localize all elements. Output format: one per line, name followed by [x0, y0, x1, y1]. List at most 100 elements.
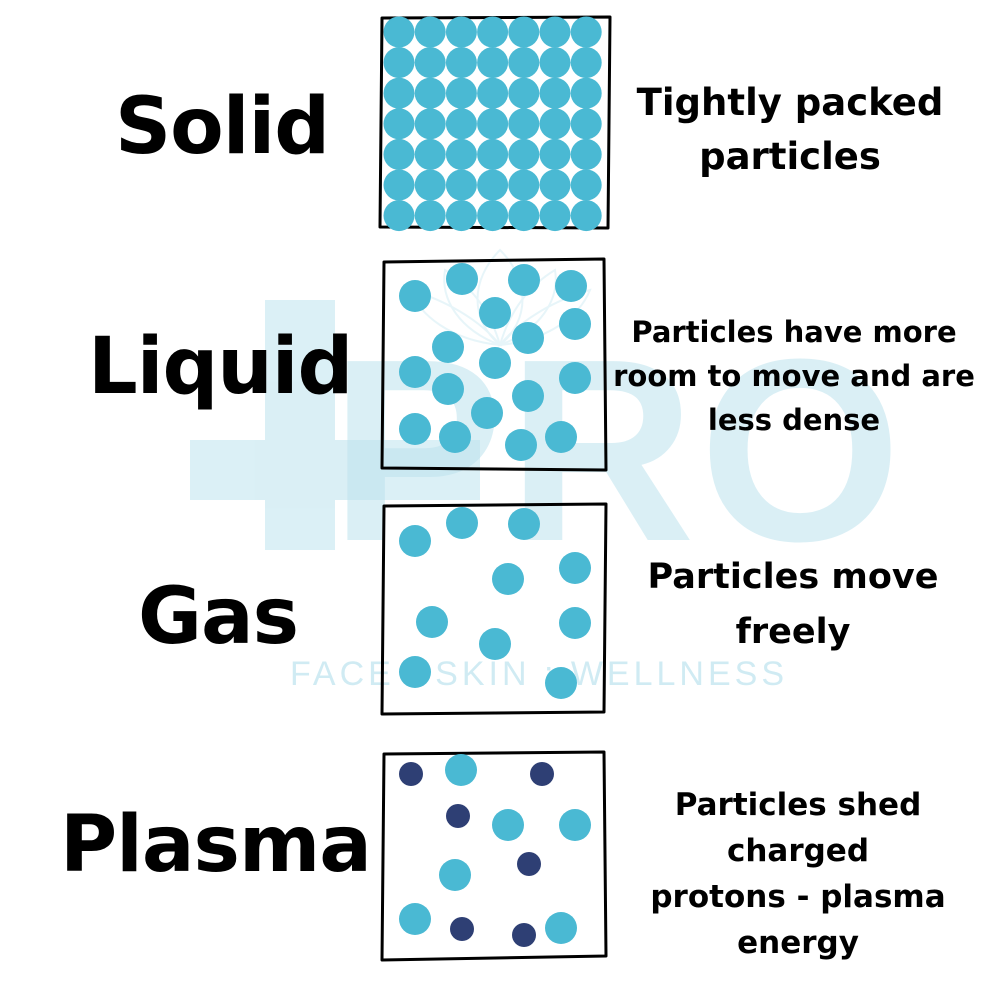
particle	[571, 139, 602, 170]
particle	[571, 78, 602, 109]
particle	[384, 200, 415, 231]
particle	[508, 17, 539, 48]
particle	[508, 508, 540, 540]
particle	[512, 380, 544, 412]
plasma-particles	[399, 754, 591, 947]
particle	[446, 17, 477, 48]
particle	[508, 78, 539, 109]
particle	[384, 139, 415, 170]
particle	[559, 362, 591, 394]
plasma-particle-box	[378, 748, 610, 964]
plasma-description: Particles shed charged protons - plasma …	[606, 782, 990, 966]
particle	[479, 628, 511, 660]
particle	[508, 170, 539, 201]
particle	[399, 656, 431, 688]
particle	[446, 139, 477, 170]
particle	[559, 308, 591, 340]
particle	[446, 47, 477, 78]
particle	[432, 331, 464, 363]
particle	[446, 78, 477, 109]
particle	[384, 170, 415, 201]
particle	[439, 859, 471, 891]
particle	[505, 429, 537, 461]
particle	[571, 47, 602, 78]
particle	[399, 903, 431, 935]
particle	[512, 322, 544, 354]
particle	[399, 413, 431, 445]
particle	[540, 170, 571, 201]
particle	[384, 17, 415, 48]
particle	[571, 108, 602, 139]
particle	[508, 200, 539, 231]
particle	[445, 754, 477, 786]
particle	[477, 108, 508, 139]
particle	[479, 347, 511, 379]
particle	[559, 607, 591, 639]
particle	[477, 17, 508, 48]
charged-particle	[530, 762, 554, 786]
charged-particle	[399, 762, 423, 786]
particle	[384, 108, 415, 139]
particle	[540, 47, 571, 78]
gas-description: Particles move freely	[620, 550, 966, 660]
particle	[446, 263, 478, 295]
particle	[492, 809, 524, 841]
state-label-liquid: Liquid	[88, 322, 352, 412]
gas-particle-box	[378, 500, 610, 718]
particle	[545, 667, 577, 699]
particle	[446, 170, 477, 201]
particle	[508, 47, 539, 78]
particle	[492, 563, 524, 595]
particle	[399, 525, 431, 557]
charged-particle	[450, 917, 474, 941]
particle	[545, 912, 577, 944]
particle	[471, 397, 503, 429]
particle	[540, 78, 571, 109]
particle	[559, 552, 591, 584]
particle	[477, 139, 508, 170]
particle	[384, 47, 415, 78]
particle	[555, 270, 587, 302]
particle	[415, 17, 446, 48]
particle	[477, 78, 508, 109]
particle	[446, 507, 478, 539]
liquid-particle-box	[378, 256, 610, 474]
particle	[479, 297, 511, 329]
particle	[415, 108, 446, 139]
particle	[415, 78, 446, 109]
particle	[446, 200, 477, 231]
particle	[384, 78, 415, 109]
particle	[508, 139, 539, 170]
charged-particle	[517, 852, 541, 876]
particle	[446, 108, 477, 139]
particle	[415, 170, 446, 201]
particle	[477, 200, 508, 231]
particle	[571, 17, 602, 48]
particle	[432, 373, 464, 405]
particle	[540, 108, 571, 139]
particle	[416, 606, 448, 638]
particle	[545, 421, 577, 453]
liquid-description: Particles have more room to move and are…	[612, 310, 976, 442]
particle	[540, 139, 571, 170]
charged-particle	[512, 923, 536, 947]
state-label-gas: Gas	[138, 572, 298, 662]
particle	[399, 280, 431, 312]
particle	[415, 200, 446, 231]
particle	[439, 421, 471, 453]
state-label-plasma: Plasma	[60, 800, 371, 890]
particle	[477, 47, 508, 78]
solid-particle-box	[378, 14, 614, 232]
particle	[415, 139, 446, 170]
particle	[399, 356, 431, 388]
particle	[571, 200, 602, 231]
solid-description: Tightly packed particles	[620, 76, 960, 184]
particle	[540, 17, 571, 48]
particle	[540, 200, 571, 231]
particle	[415, 47, 446, 78]
charged-particle	[446, 804, 470, 828]
particle	[559, 809, 591, 841]
particle	[508, 264, 540, 296]
gas-particles	[399, 507, 591, 699]
particle	[477, 170, 508, 201]
